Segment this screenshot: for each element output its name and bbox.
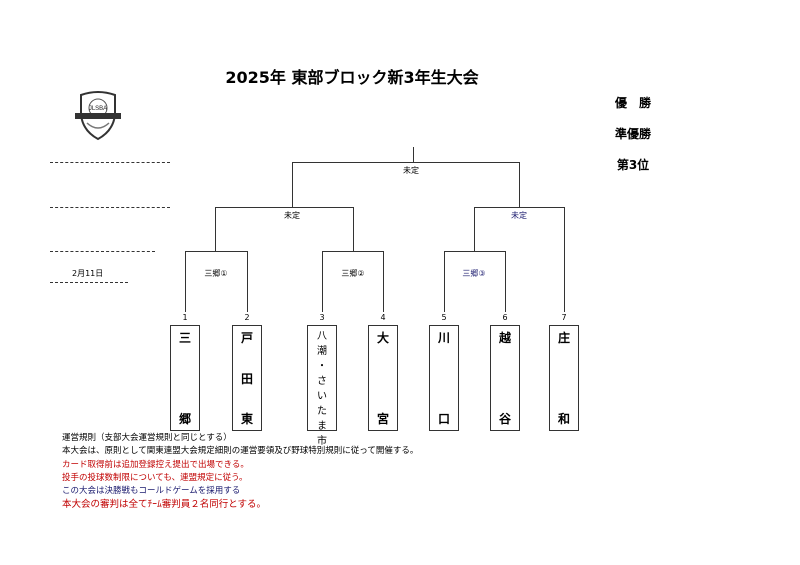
team-name-char: た bbox=[317, 406, 327, 417]
bracket-line bbox=[215, 207, 354, 208]
third-line bbox=[50, 251, 155, 252]
bracket-line bbox=[519, 162, 520, 207]
bracket-line bbox=[353, 207, 354, 251]
bracket-line bbox=[474, 207, 565, 208]
team-name-char: 宮 bbox=[376, 412, 389, 426]
team-box: 大宮 bbox=[368, 325, 398, 431]
seed-number: 4 bbox=[380, 313, 386, 322]
team-name-char: 和 bbox=[557, 412, 570, 426]
team-name-char: 庄 bbox=[557, 331, 570, 345]
final-label: 未定 bbox=[403, 166, 419, 175]
seed-number: 6 bbox=[502, 313, 508, 322]
team-name-char: 大 bbox=[376, 331, 389, 345]
bracket-line bbox=[215, 207, 216, 251]
seed-number: 1 bbox=[182, 313, 188, 322]
bracket-line bbox=[413, 147, 414, 162]
rules-heading: 運営規則（支部大会運営規則と同じとする） bbox=[62, 433, 232, 443]
seed-number: 5 bbox=[441, 313, 447, 322]
champion-line bbox=[50, 162, 170, 163]
page-title: 2025年 東部ブロック新3年生大会 bbox=[225, 68, 479, 87]
bracket-line bbox=[474, 207, 475, 251]
team-name-char: 三 bbox=[178, 331, 191, 345]
bracket-line bbox=[322, 251, 384, 252]
team-name-char: ま bbox=[317, 421, 327, 432]
rule-line: カード取得前は追加登録控え提出で出場できる。 bbox=[62, 459, 249, 470]
team-box: 三郷 bbox=[170, 325, 200, 431]
bracket-line bbox=[444, 251, 506, 252]
bracket-line bbox=[247, 251, 248, 312]
bracket-line bbox=[505, 251, 506, 312]
rule-line: この大会は決勝戦もコールドゲームを採用する bbox=[62, 486, 241, 497]
round1-match3-label: 三郷③ bbox=[462, 269, 486, 278]
team-name-char: 戸 bbox=[240, 331, 253, 345]
bracket-line bbox=[322, 251, 323, 312]
bracket-line bbox=[383, 251, 384, 312]
seed-number: 3 bbox=[319, 313, 325, 322]
round1-match2-label: 三郷② bbox=[341, 269, 365, 278]
bracket-line bbox=[185, 251, 186, 312]
team-name-char: 東 bbox=[240, 412, 253, 426]
team-name-char: 越 bbox=[498, 331, 511, 345]
team-name-char: 谷 bbox=[498, 412, 511, 426]
team-name-char: 口 bbox=[437, 412, 450, 426]
team-box: 庄和 bbox=[549, 325, 579, 431]
rules-block: 運営規則（支部大会運営規則と同じとする） 本大会は、原則として関東連盟大会規定細… bbox=[62, 432, 418, 512]
semi-right-label: 未定 bbox=[511, 211, 527, 220]
league-logo: JLSBA bbox=[73, 89, 123, 145]
svg-text:JLSBA: JLSBA bbox=[89, 106, 107, 112]
team-name-char: 郷 bbox=[178, 412, 191, 426]
bracket-line bbox=[185, 251, 248, 252]
rule-line: 本大会の審判は全てﾁｰﾑ審判員２名同行とする。 bbox=[62, 499, 266, 511]
date-line bbox=[50, 282, 128, 283]
bracket-line bbox=[292, 162, 520, 163]
bracket-line bbox=[564, 207, 565, 312]
rule-line: 投手の投球数制限についても、連盟規定に従う。 bbox=[62, 472, 248, 483]
team-box: 越谷 bbox=[490, 325, 520, 431]
semi-left-label: 未定 bbox=[284, 211, 300, 220]
round1-match1-label: 三郷① bbox=[204, 269, 228, 278]
rule-line: 本大会は、原則として関東連盟大会規定細則の運営要領及び野球特別規則に従って開催す… bbox=[62, 446, 419, 457]
team-name-char: さ bbox=[317, 376, 327, 387]
team-name-char: 潮 bbox=[317, 346, 327, 357]
team-name-char: 田 bbox=[240, 371, 253, 386]
seed-number: 7 bbox=[561, 313, 567, 322]
team-box: 八潮・さいたま市 bbox=[307, 325, 337, 447]
team-box: 戸田東 bbox=[232, 325, 262, 431]
bracket-line bbox=[444, 251, 445, 312]
seed-number: 2 bbox=[244, 313, 250, 322]
team-name-char: い bbox=[317, 391, 327, 402]
match-date: 2月11日 bbox=[72, 269, 104, 278]
team-name-char: 市 bbox=[317, 436, 327, 447]
champion-label: 優 勝 bbox=[614, 96, 651, 110]
team-name-char: 川 bbox=[437, 331, 450, 345]
team-name-char: 八 bbox=[317, 331, 327, 342]
runner-up-line bbox=[50, 207, 170, 208]
team-box: 川口 bbox=[429, 325, 459, 431]
team-name-char: ・ bbox=[317, 361, 327, 372]
runner-up-label: 準優勝 bbox=[614, 127, 651, 141]
third-place-label: 第3位 bbox=[616, 158, 650, 172]
bracket-line bbox=[292, 162, 293, 207]
